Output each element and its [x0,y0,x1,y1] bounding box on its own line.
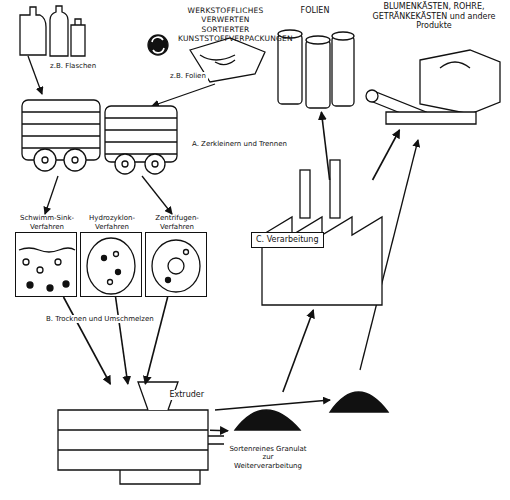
node-text: FOLIEN [270,6,360,16]
product-group: BLUMENKÄSTEN, ROHRE, GETRÄNKEKÄSTEN und … [362,2,506,130]
step-label: A. Zerkleinern und Trennen [190,140,289,148]
flow-arrow [116,297,128,384]
node-text: Schwimm-Sink-Verfahren [12,214,82,231]
flow-arrow [283,310,313,392]
flow-arrow [145,297,167,384]
method-panel: Zentrifugen-Verfahren [145,232,207,297]
node-text: Sortenreines Granulat zur Weiterverarbei… [228,445,308,470]
step-label: z.B. Folien [168,72,208,80]
method-panel: Hydrozyklon-Verfahren [80,232,142,297]
method-panel: Schwimm-Sink-Verfahren [15,232,77,297]
flow-arrow [210,429,228,431]
node-text: BLUMENKÄSTEN, ROHRE, GETRÄNKEKÄSTEN und … [362,2,506,31]
film-product: FOLIEN [270,6,360,112]
diagram-title: WERKSTOFFLICHES VERWERTEN SORTIERTER KUN… [178,6,273,44]
processing-plant: C. Verarbeitung [255,180,420,310]
flow-arrow [321,112,329,180]
node-text: Hydrozyklon-Verfahren [77,214,147,231]
node-text: Extruder [167,390,206,400]
flow-arrow [63,297,110,384]
flow-arrow [373,130,400,180]
extruder-machine: Extruder [58,384,210,472]
node-text: Zentrifugen-Verfahren [142,214,212,231]
granulate-pile: Sortenreines Granulat zur Weiterverarbei… [228,392,308,472]
step-label: B. Trocknen und Umschmelzen [44,315,156,323]
node-text: C. Verarbeitung [251,232,324,248]
step-label: z.B. Flaschen [48,62,98,70]
